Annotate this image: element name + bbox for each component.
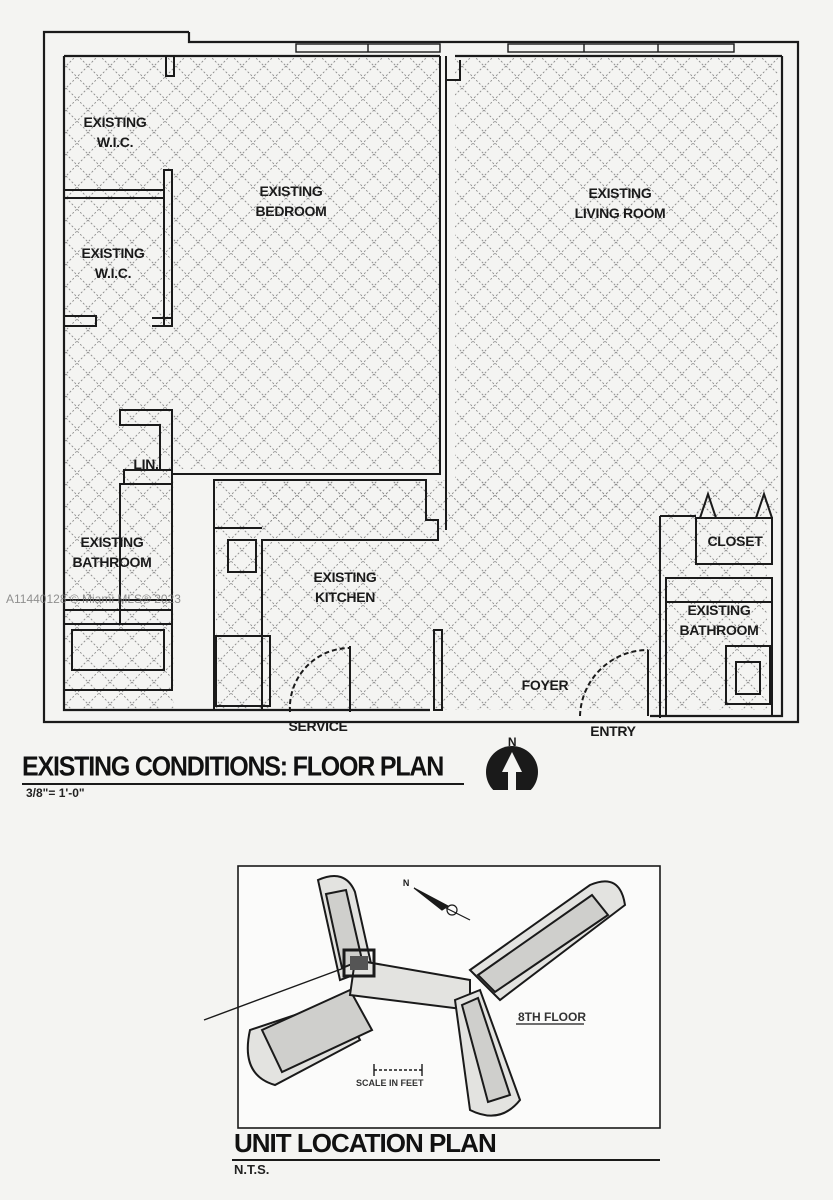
floor-label: 8TH FLOOR: [518, 1010, 586, 1024]
location-plan-title: UNIT LOCATION PLAN: [234, 1128, 497, 1158]
interior-walls: [63, 55, 773, 718]
door-label-entry: ENTRY: [590, 723, 636, 739]
door-label-service: SERVICE: [288, 718, 348, 734]
north-label: N: [507, 735, 517, 749]
floor-plan-title: EXISTING CONDITIONS: FLOOR PLAN: [22, 751, 444, 783]
windows: [295, 43, 735, 53]
scale-bar: [373, 1064, 423, 1076]
room-label-foyer: FOYER: [521, 677, 569, 693]
unit-marker: [203, 948, 376, 1021]
room-label-lin: LIN.: [133, 456, 159, 472]
watermark: A11440128 © Miami MLS® 2023: [6, 592, 181, 606]
floor-plan-drawing: [22, 30, 800, 790]
room-label-wic-top: EXISTING W.I.C.: [83, 114, 147, 150]
compass-icon: [413, 887, 471, 921]
room-label-closet: CLOSET: [707, 533, 763, 549]
north-arrow-icon: [486, 746, 538, 790]
room-label-bathroom-left: EXISTING BATHROOM: [72, 534, 152, 570]
building-footprint: [246, 875, 627, 1117]
north-label-location: N: [402, 878, 410, 888]
room-label-living-room: EXISTING LIVING ROOM: [574, 185, 666, 221]
scale-in-feet-label: SCALE IN FEET: [356, 1078, 424, 1088]
room-label-wic-mid: EXISTING W.I.C.: [81, 245, 145, 281]
floor-plan-scale: 3/8"= 1'-0": [26, 786, 85, 800]
room-label-bathroom-right: EXISTING BATHROOM: [679, 602, 759, 638]
location-plan-scale: N.T.S.: [234, 1162, 270, 1177]
room-label-bedroom: EXISTING BEDROOM: [255, 183, 327, 219]
room-label-kitchen: EXISTING KITCHEN: [313, 569, 377, 605]
